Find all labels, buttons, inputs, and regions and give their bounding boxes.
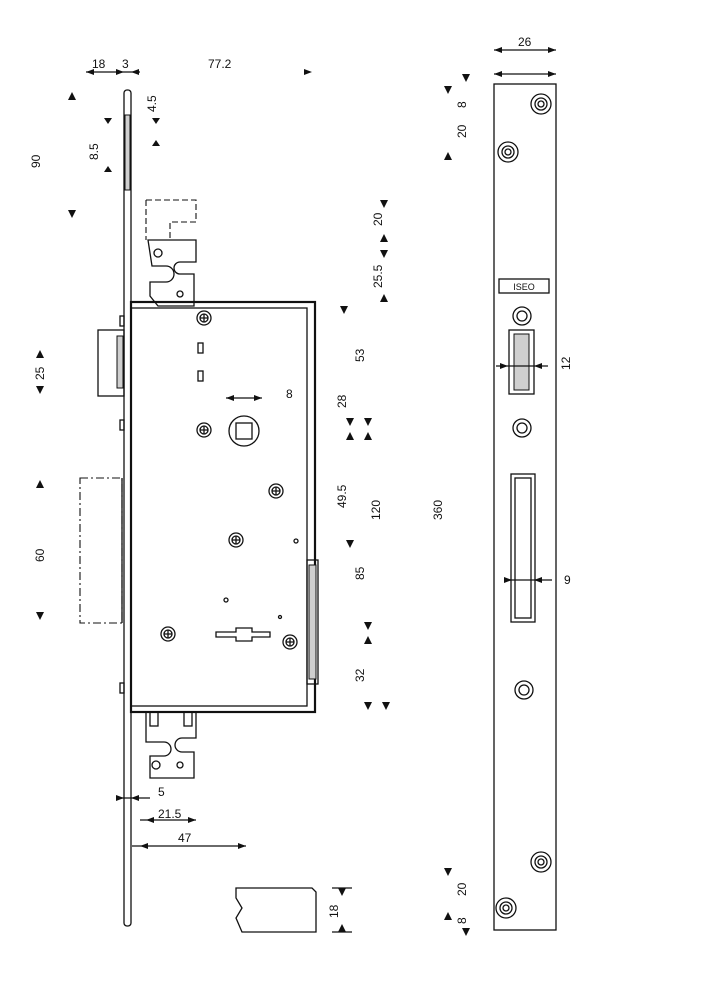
- dim-77-2: 77.2: [208, 57, 232, 71]
- lock-case: [129, 300, 317, 714]
- dim-28: 28: [335, 394, 349, 408]
- lock-case-inner: [130, 307, 308, 707]
- faceplate-upper-slot: [124, 114, 131, 191]
- case-screws: [160, 310, 298, 650]
- lower-hook-hole: [151, 760, 161, 770]
- dim-8-5: 8.5: [87, 143, 101, 160]
- dim-47: 47: [178, 831, 192, 845]
- dim-18-bottom: 18: [327, 904, 341, 918]
- strike-dim-9: 9: [564, 573, 571, 587]
- dim-3: 3: [122, 57, 129, 71]
- dim-90: 90: [29, 154, 43, 168]
- strike-plate: [493, 83, 557, 931]
- strike-screws: [495, 93, 552, 919]
- lower-hook-bolt: [145, 711, 197, 779]
- dim-18-top: 18: [92, 57, 106, 71]
- strike-dim-12: 12: [559, 356, 573, 370]
- strike-latch-opening: [508, 329, 535, 395]
- dim-20-upper: 20: [371, 212, 385, 226]
- strike-dim-8-bottom: 8: [455, 917, 469, 924]
- dim-25-5: 25.5: [371, 264, 385, 288]
- upper-hook-bolt: [147, 239, 197, 307]
- dim-25-latch: 25: [33, 366, 47, 380]
- bolt-section: [235, 887, 317, 933]
- strike-dim-26: 26: [518, 35, 532, 49]
- cylinder-keyhole: [215, 627, 271, 642]
- dim-4-5: 4.5: [145, 95, 159, 112]
- strike-dim-20-top: 20: [455, 124, 469, 138]
- dim-360: 360: [431, 500, 445, 520]
- strike-dim-20-bottom: 20: [455, 882, 469, 896]
- dimension-arrows: [36, 47, 556, 936]
- strike-deadbolt-opening: [510, 473, 536, 623]
- dim-53: 53: [353, 348, 367, 362]
- upper-hook-hole: [153, 248, 163, 258]
- dim-60-deadbolt: 60: [33, 548, 47, 562]
- latch-bolt: [97, 329, 125, 397]
- strike-dim-8-top: 8: [455, 101, 469, 108]
- dim-5: 5: [158, 785, 165, 799]
- dim-85: 85: [353, 566, 367, 580]
- auxiliary-plate: [306, 559, 319, 685]
- brand-plate: [498, 278, 550, 294]
- follower-hub: [228, 415, 260, 447]
- dim-8-bolt: 8: [286, 387, 293, 401]
- dim-32: 32: [353, 668, 367, 682]
- upper-hook-bolt-dashed: [145, 199, 197, 240]
- brand-plate-text: ISEO: [513, 282, 535, 292]
- dim-49-5: 49.5: [335, 484, 349, 508]
- deadbolt-dashed: [79, 477, 123, 624]
- dim-21-5: 21.5: [158, 807, 182, 821]
- dim-120: 120: [369, 500, 383, 520]
